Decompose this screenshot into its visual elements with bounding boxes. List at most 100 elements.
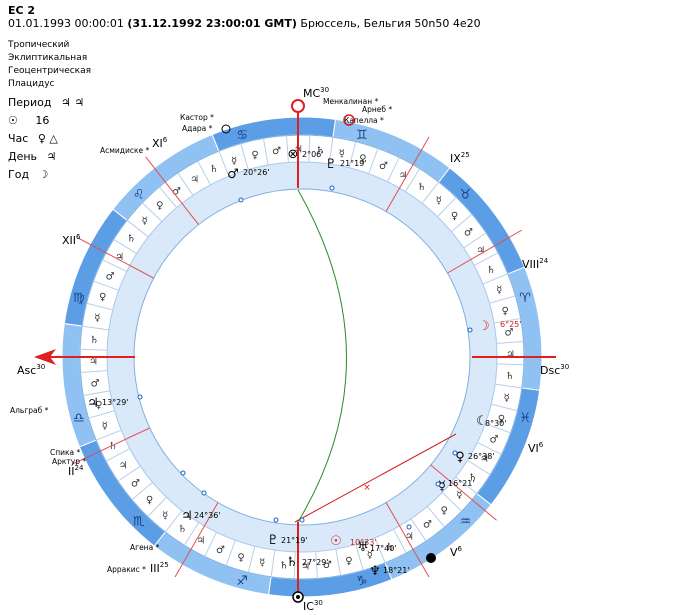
decan-tick — [105, 448, 131, 462]
house-cusp-line — [385, 136, 430, 212]
ruler-glyph: ♃ — [405, 532, 414, 543]
ruler-glyph: ♄ — [279, 561, 288, 572]
decan-tick — [126, 219, 149, 238]
ruler-glyph: ♃ — [89, 357, 98, 368]
decan-tick — [204, 532, 217, 557]
chart-labels: ♊♉♈♓♒♑♐♏♎♍♌♋IX25VIII24VI6V6III25II24XII6… — [10, 86, 569, 613]
decan-tick — [496, 341, 524, 344]
zodiac-sign-icon: ♍ — [73, 291, 85, 306]
ic-dot-icon — [296, 595, 300, 599]
decan-tick — [404, 168, 421, 192]
zodiac-sign-icon: ♑ — [356, 574, 368, 589]
decan-tick — [455, 476, 478, 495]
mc-label: MC30 — [303, 86, 329, 100]
ruler-glyph: ♂ — [91, 378, 100, 389]
decan-tick — [93, 280, 119, 291]
ruler-glyph: ♂ — [172, 186, 181, 197]
decan-tick — [410, 518, 427, 542]
decan-tick — [197, 160, 211, 186]
ruler-glyph: ♀ — [95, 400, 102, 411]
aspect-lines: × — [294, 189, 457, 523]
aspect-green — [297, 189, 347, 523]
fixed-star-label: Кастор * — [180, 113, 214, 122]
decan-tick — [451, 213, 473, 233]
zodiac-sign-icon: ♈ — [519, 291, 531, 306]
decan-tick — [463, 232, 487, 249]
mc-circle-icon — [291, 99, 305, 113]
sun-icon: ☉ — [8, 114, 18, 127]
place: Брюссель, Бельгия 50n50 4e20 — [300, 17, 481, 30]
setting-center: Геоцентрическая — [8, 66, 92, 76]
decan-tick — [473, 252, 499, 266]
ruler-glyph: ☿ — [504, 393, 510, 404]
zodiac-sign-icon: ♐ — [236, 574, 248, 589]
planet-degree: 20°26' — [243, 168, 270, 177]
decan-tick — [315, 551, 318, 579]
setting-houses: Плацидус — [8, 79, 55, 89]
house-label: V6 — [450, 545, 463, 559]
ruler-glyph: ♂ — [423, 520, 432, 531]
decan-tick — [113, 238, 137, 255]
decan-tick — [247, 546, 256, 573]
ruler-glyph: ♄ — [90, 335, 99, 346]
ruler-glyph: ♂ — [106, 272, 115, 283]
planet-degree: 18°21' — [383, 566, 410, 575]
decan-tick — [482, 273, 509, 285]
ruler-glyph: ♃ — [506, 349, 515, 360]
marker-dot — [329, 185, 335, 191]
fixed-star-label: Асмидиске * — [100, 146, 149, 155]
ruler-glyph: ♂ — [489, 434, 498, 445]
indicator-value: ☽ — [38, 168, 49, 181]
ic-label: IC30 — [303, 599, 323, 613]
fixed-star-label: Адара * — [182, 124, 213, 133]
decan-tick — [393, 528, 407, 554]
ruler-glyph: ♂ — [464, 228, 473, 239]
marker-dot — [467, 327, 473, 333]
zodiac-sign-icon: ♓ — [519, 411, 531, 426]
house-cusps — [71, 136, 523, 578]
ruler-glyph: ♀ — [359, 154, 366, 165]
planet-degree: 2°06' — [302, 150, 323, 159]
sun-icon: ☉ — [330, 534, 342, 549]
zodiac-sign-icon: ♋ — [236, 128, 248, 143]
zodiac-sign-icon: ♏ — [133, 514, 145, 529]
zodiac-sign-icon: ♉ — [460, 188, 472, 203]
fixed-star-label: Арракис * — [107, 565, 146, 574]
indicator-hour: Час ♀ △ — [8, 132, 58, 145]
house-cusp-line — [430, 464, 497, 521]
decan-tick — [437, 196, 457, 218]
aspect-red — [294, 433, 457, 523]
planet-degree: 21°19' — [340, 159, 367, 168]
chart-title: ЕС 2 — [8, 4, 36, 17]
decan-tick — [374, 537, 386, 564]
ruler-glyph: ♄ — [417, 182, 426, 193]
house-cusp-line — [174, 502, 219, 578]
ruler-glyph: ♂ — [504, 328, 513, 339]
neptune-icon: ♆ — [369, 564, 381, 579]
mars-icon: ♂ — [227, 167, 239, 182]
decan-tick — [262, 138, 269, 166]
ruler-glyph: ♄ — [486, 265, 495, 276]
ruler-glyph: ♃ — [196, 535, 205, 546]
decan-tick — [489, 295, 516, 304]
saturn-icon: ♄ — [286, 555, 298, 570]
indicator-label: Год — [8, 168, 30, 181]
mercury-icon: ☿ — [438, 479, 446, 494]
indicator-label: Период — [8, 96, 52, 109]
ruler-glyph: ♀ — [441, 505, 448, 516]
ruler-glyph: ♃ — [301, 561, 310, 572]
decan-tick — [86, 302, 113, 311]
ruler-glyph: ♀ — [501, 306, 508, 317]
ruler-glyph: ♄ — [468, 473, 477, 484]
jupiter-icon: ♃ — [181, 509, 193, 524]
ruler-glyph: ♃ — [399, 171, 408, 182]
zodiac-sign-icon: ♒ — [460, 514, 472, 529]
decan-rulers: ♄♃♂♀☿♄♃♂♀☿♄♃♂♀☿♄♃♂♀☿♄♃♂♀☿♄♃♂♀☿♄♃♂♀☿♄♃♂♀☿… — [80, 135, 524, 579]
ruler-glyph: ☿ — [436, 196, 442, 207]
planet-degree: 26°38' — [468, 452, 495, 461]
decan-tick — [83, 390, 111, 397]
planet-degree: 24°36' — [194, 511, 221, 520]
ruler-glyph: ☿ — [367, 550, 373, 561]
decan-tick — [177, 172, 194, 196]
decan-tick — [441, 492, 463, 512]
